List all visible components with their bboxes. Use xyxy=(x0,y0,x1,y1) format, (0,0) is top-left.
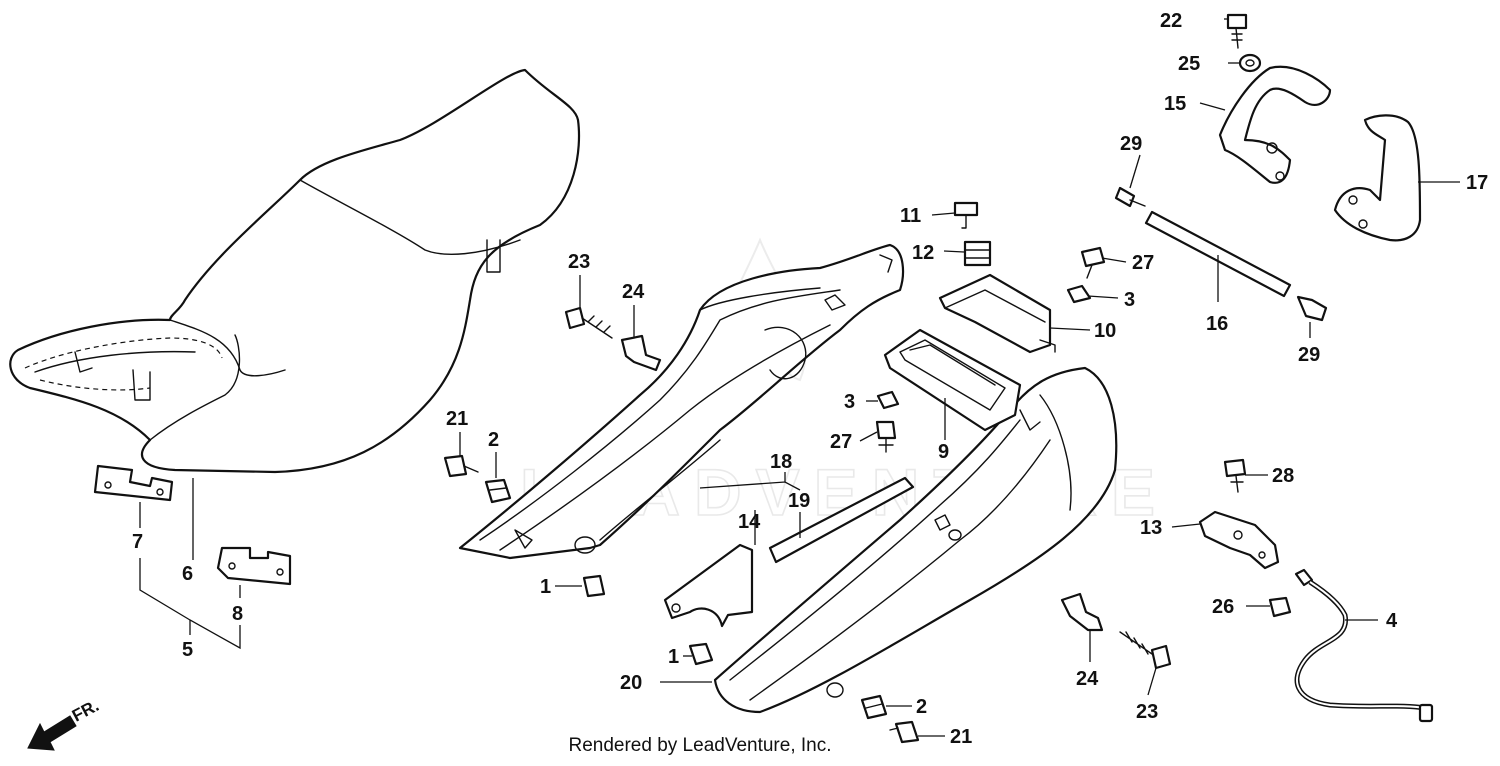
callouts: 7 6 8 5 21 2 23 24 1 1 20 14 18 19 11 12… xyxy=(132,10,1488,748)
strip-19 xyxy=(768,476,915,564)
callout-18: 18 xyxy=(770,451,792,473)
seat xyxy=(9,68,581,474)
callout-21a: 21 xyxy=(446,408,468,430)
callout-19: 19 xyxy=(788,490,810,512)
front-arrow-icon xyxy=(27,715,77,751)
callout-25: 25 xyxy=(1178,53,1200,75)
front-direction-label: FR. xyxy=(69,696,102,726)
rod-16 xyxy=(1144,210,1292,298)
fasteners xyxy=(443,13,1328,744)
callout-28: 28 xyxy=(1272,465,1294,487)
footer-credit: Rendered by LeadVenture, Inc. xyxy=(0,735,1500,757)
callout-11: 11 xyxy=(900,205,921,227)
callout-26: 26 xyxy=(1212,596,1234,618)
callout-9: 9 xyxy=(938,441,949,463)
callout-6: 6 xyxy=(182,563,193,585)
callout-24b: 24 xyxy=(1076,668,1099,690)
callout-27a: 27 xyxy=(1132,252,1154,274)
callout-20: 20 xyxy=(620,672,642,694)
callout-2a: 2 xyxy=(488,429,499,451)
callout-22: 22 xyxy=(1160,10,1182,32)
seat-bracket-8 xyxy=(216,546,292,586)
callout-1b: 1 xyxy=(668,646,679,668)
callout-29a: 29 xyxy=(1120,133,1142,155)
callout-24a: 24 xyxy=(622,281,645,303)
callout-27b: 27 xyxy=(830,431,852,453)
callout-14: 14 xyxy=(738,511,761,533)
callout-15: 15 xyxy=(1164,93,1186,115)
callout-2b: 2 xyxy=(916,696,927,718)
emblem-14 xyxy=(663,543,754,628)
grab-handle-15 xyxy=(1218,65,1332,184)
cover-10 xyxy=(938,273,1056,354)
seat-lock-13 xyxy=(1198,510,1280,570)
callout-23b: 23 xyxy=(1136,701,1158,723)
callout-17: 17 xyxy=(1466,172,1488,194)
footer-text: Rendered by LeadVenture, Inc. xyxy=(568,735,832,756)
leader-lines xyxy=(139,18,1460,737)
callout-21b: 21 xyxy=(950,726,972,748)
callout-12: 12 xyxy=(912,242,934,264)
callout-5: 5 xyxy=(182,639,193,661)
callout-13: 13 xyxy=(1140,517,1162,539)
cable-4 xyxy=(1294,568,1434,723)
callout-3a: 3 xyxy=(1124,289,1135,311)
tray-9 xyxy=(883,328,1022,432)
callout-23a: 23 xyxy=(568,251,590,273)
grab-handle-17 xyxy=(1333,114,1422,242)
seat-bracket-7 xyxy=(93,464,174,502)
callout-29b: 29 xyxy=(1298,344,1320,366)
callout-1a: 1 xyxy=(540,576,551,598)
left-side-cover xyxy=(458,243,905,560)
callout-3b: 3 xyxy=(844,391,855,413)
callout-7: 7 xyxy=(132,531,143,553)
callout-10: 10 xyxy=(1094,320,1116,342)
right-side-cover xyxy=(713,366,1118,714)
callout-8: 8 xyxy=(232,603,243,625)
callout-16: 16 xyxy=(1206,313,1228,335)
callout-4: 4 xyxy=(1386,610,1398,632)
